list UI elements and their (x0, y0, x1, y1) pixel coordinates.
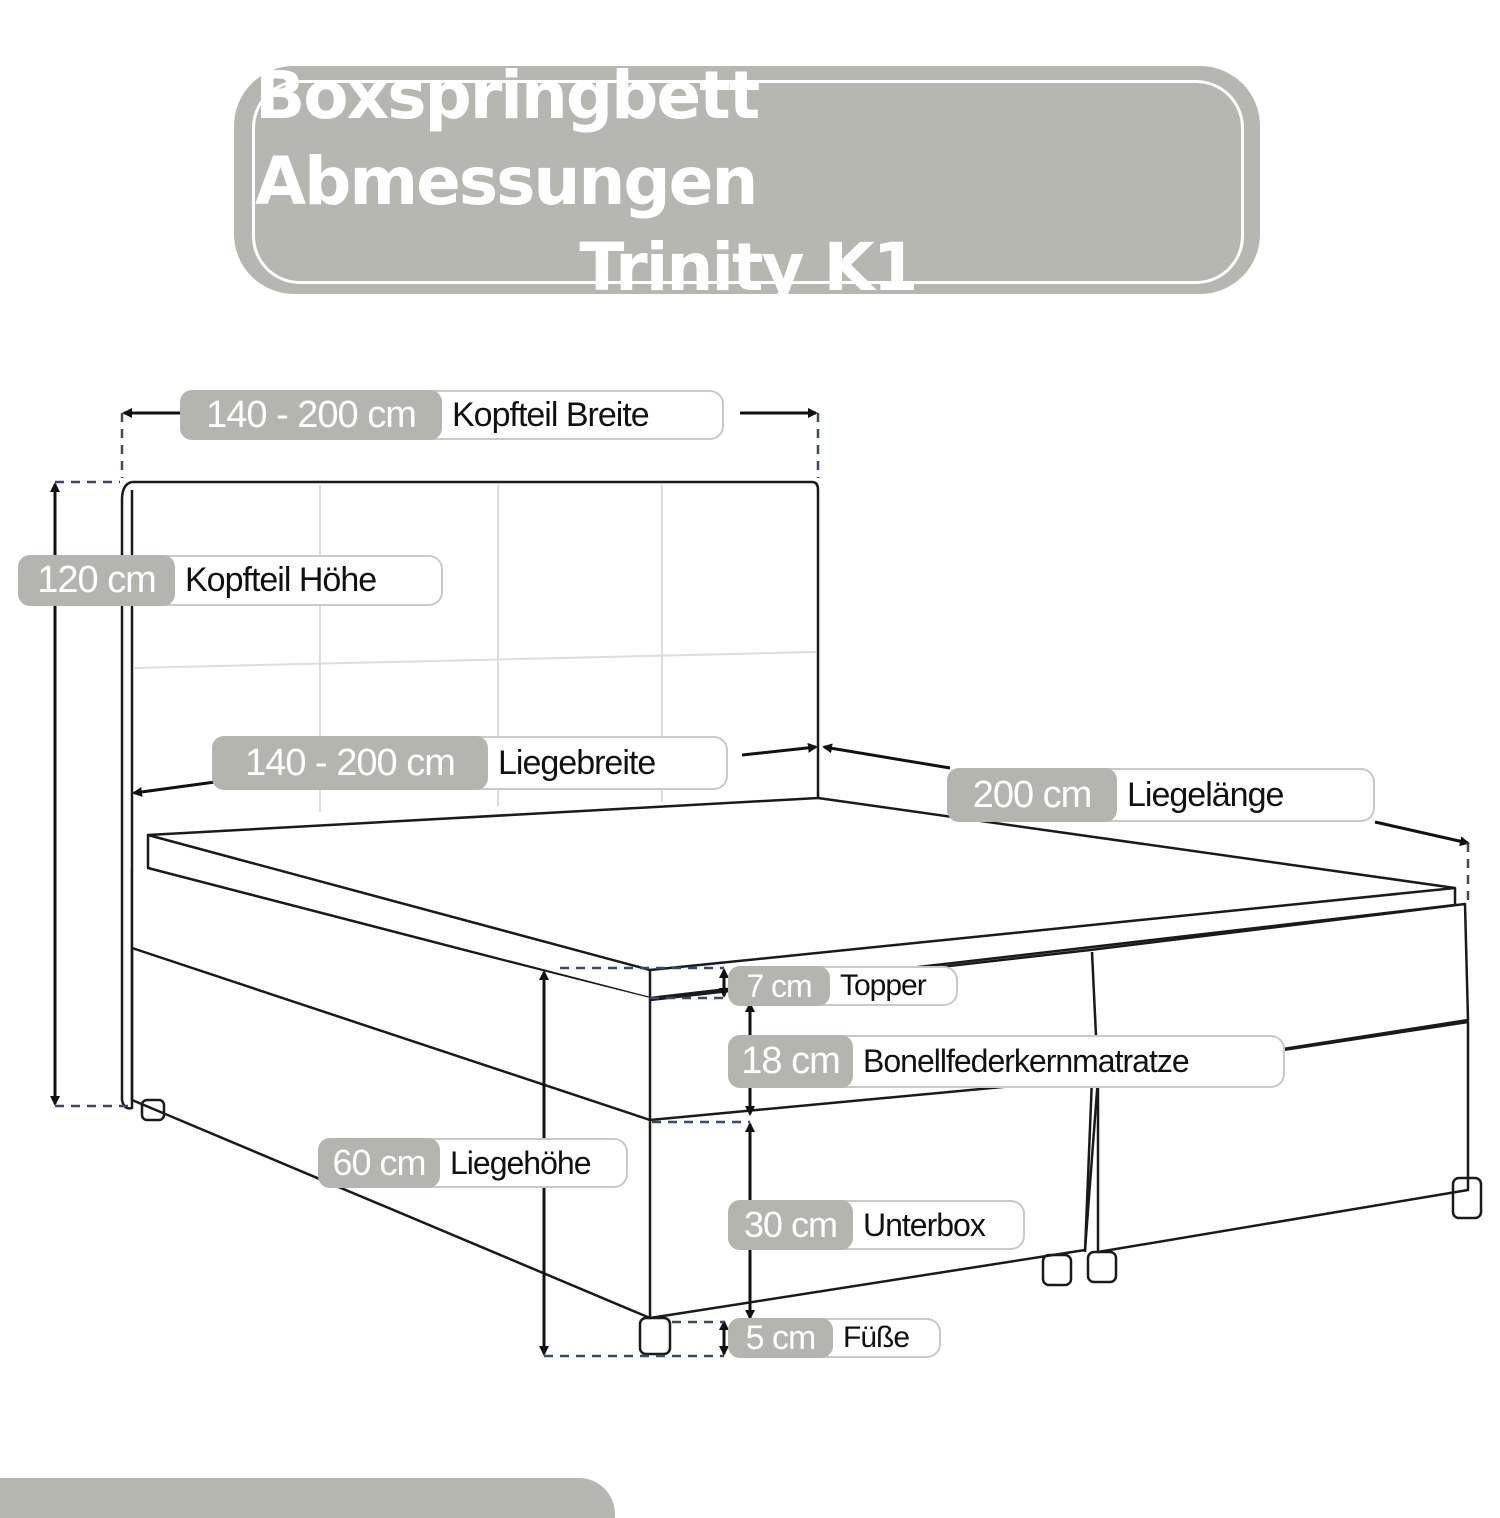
foot (1041, 1253, 1073, 1287)
dimension-label: Unterbox (839, 1200, 1025, 1250)
label-liegehoehe: 60 cm Liegehöhe (318, 1138, 628, 1188)
label-matratze: 18 cm Bonellfederkernmatratze (728, 1035, 1285, 1088)
foot (638, 1316, 672, 1356)
dimension-label: Kopfteil Breite (428, 390, 724, 440)
headboard (120, 480, 820, 1110)
arrow-liegelaenge (822, 743, 951, 770)
dimension-label: Bonellfederkernmatratze (839, 1035, 1285, 1088)
bottom-banner (0, 1478, 615, 1518)
label-liegelaenge: 200 cm Liegelänge (947, 768, 1375, 822)
dimension-label: Liegehöhe (426, 1138, 628, 1188)
label-liegebreite: 140 - 200 cm Liegebreite (212, 736, 728, 790)
title-banner (234, 66, 1260, 294)
dimension-label: Liegelänge (1103, 768, 1375, 822)
dimension-value: 30 cm (728, 1200, 853, 1250)
label-topper: 7 cm Topper (728, 966, 958, 1006)
title-line-1: Boxspringbett Abmessungen (255, 57, 760, 220)
dimension-value: 5 cm (728, 1318, 833, 1358)
label-kopfteil-hoehe: 120 cm Kopfteil Höhe (18, 555, 443, 606)
dimension-value: 140 - 200 cm (212, 736, 488, 790)
label-fuesse: 5 cm Füße (728, 1318, 941, 1358)
dimension-value: 120 cm (18, 555, 175, 606)
dimension-value: 200 cm (947, 768, 1117, 822)
dimension-value: 18 cm (728, 1035, 853, 1088)
foot (1086, 1250, 1118, 1284)
foot (140, 1098, 166, 1122)
label-kopfteil-breite: 140 - 200 cm Kopfteil Breite (180, 390, 724, 440)
dimension-value: 140 - 200 cm (180, 390, 442, 440)
dimension-value: 7 cm (728, 966, 830, 1006)
mattress (130, 868, 652, 1122)
dimension-label: Topper (816, 966, 958, 1006)
title-line-2: Trinity K1 (579, 229, 918, 306)
label-unterbox: 30 cm Unterbox (728, 1200, 1025, 1250)
arrow-liegebreite (132, 780, 216, 797)
foot (1451, 1176, 1483, 1220)
dimension-value: 60 cm (318, 1138, 440, 1188)
title-frame: Boxspringbett Abmessungen Trinity K1 (252, 57, 1244, 306)
dimension-label: Füße (819, 1318, 941, 1358)
dimension-label: Kopfteil Höhe (161, 555, 443, 606)
dimension-label: Liegebreite (474, 736, 728, 790)
